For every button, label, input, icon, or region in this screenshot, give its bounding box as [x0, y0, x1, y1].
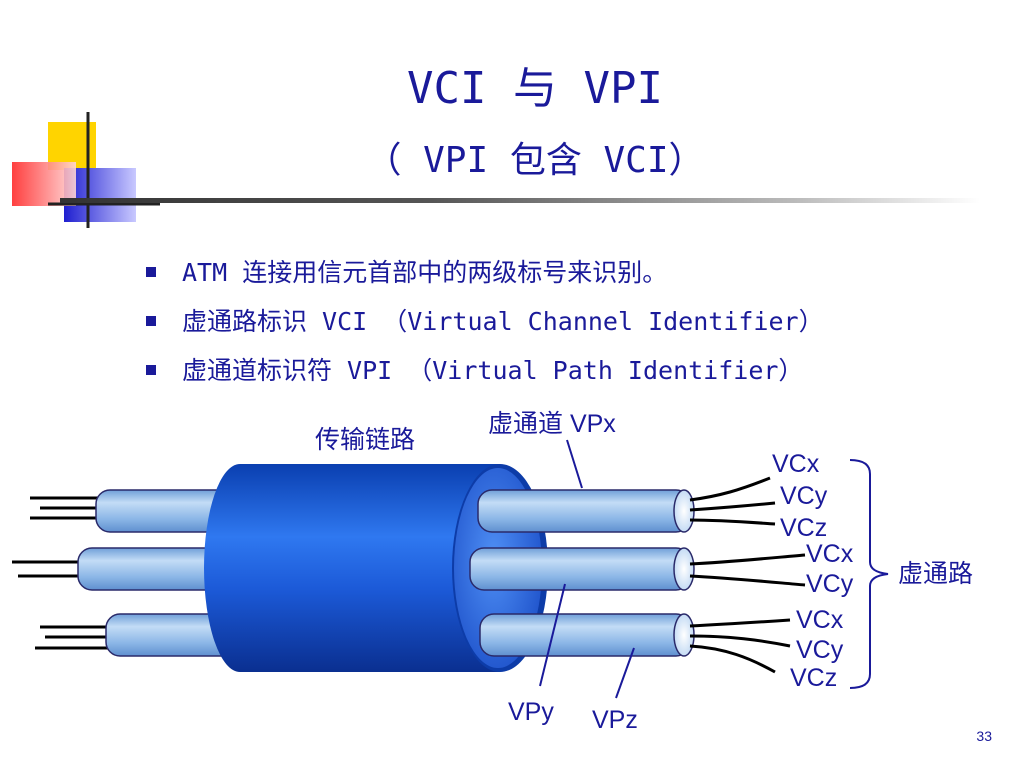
vc-label-middle-y: VCy: [806, 570, 854, 598]
vc-label-bottom-z: VCz: [790, 664, 837, 692]
atm-cable-diagram: 传输链路 虚通道 VPx VPy VPz 虚通路 VCx VCy VCz VCx…: [12, 410, 973, 734]
vpz-label: VPz: [592, 706, 638, 734]
square-bullet-icon: [146, 267, 156, 277]
title-divider: [60, 198, 980, 203]
bullet-item: 虚通路标识 VCI （Virtual Channel Identifier）: [142, 297, 824, 346]
vpx-label: 虚通道 VPx: [488, 410, 616, 438]
vc-label-middle-x: VCx: [806, 540, 854, 568]
bullet-item: ATM 连接用信元首部中的两级标号来识别。: [142, 248, 824, 297]
virtual-path-tubes: [469, 489, 695, 657]
vc-bracket: [849, 459, 889, 689]
slide-title: VCI 与 VPI: [407, 63, 663, 114]
page-number: 33: [976, 728, 992, 744]
right-wires: [689, 476, 806, 674]
slide-subtitle: （ VPI 包含 VCI）: [365, 140, 705, 181]
left-tubes: [77, 489, 237, 657]
vc-label-bottom-y: VCy: [796, 636, 844, 664]
corner-decoration: [12, 112, 160, 228]
vc-label-top-z: VCz: [780, 514, 827, 542]
bullet-text: 虚通路标识 VCI （Virtual Channel Identifier）: [182, 307, 824, 336]
bullet-item: 虚通道标识符 VPI （Virtual Path Identifier）: [142, 346, 824, 395]
left-wires: [12, 496, 110, 650]
vc-label-top-y: VCy: [780, 482, 828, 510]
vc-label-top-x: VCx: [772, 450, 820, 478]
square-bullet-icon: [146, 365, 156, 375]
label-pointers: [539, 439, 635, 699]
bullet-text: ATM 连接用信元首部中的两级标号来识别。: [182, 258, 668, 287]
transmission-path-label: 传输链路: [315, 426, 415, 454]
vpy-label: VPy: [508, 698, 554, 726]
square-bullet-icon: [146, 316, 156, 326]
vc-label-bottom-x: VCx: [796, 606, 844, 634]
bullet-text: 虚通道标识符 VPI （Virtual Path Identifier）: [182, 356, 804, 385]
virtual-channel-label: 虚通路: [898, 560, 973, 588]
bullet-list: ATM 连接用信元首部中的两级标号来识别。 虚通路标识 VCI （Virtual…: [142, 248, 824, 395]
